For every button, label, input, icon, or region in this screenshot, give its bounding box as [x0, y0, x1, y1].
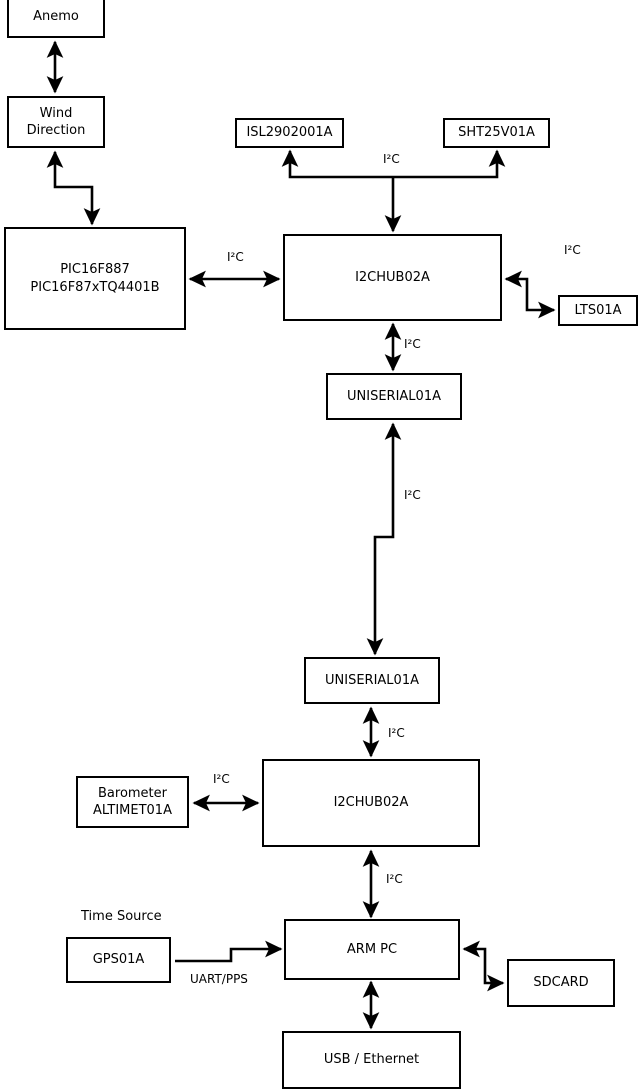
label-time-source: Time Source — [81, 909, 162, 924]
node-i2chub02a-top[interactable]: I2CHUB02A — [283, 234, 502, 321]
node-i2chub02a-bottom[interactable]: I2CHUB02A — [262, 759, 480, 847]
node-pic-label: PIC16F887 PIC16F87xTQ4401B — [30, 262, 160, 295]
node-sdcard-label: SDCARD — [533, 975, 589, 991]
node-usb-ethernet-label: USB / Ethernet — [323, 1052, 420, 1068]
edge-label-gps-armpc: UART/PPS — [190, 972, 248, 986]
node-gps01a-label: GPS01A — [92, 952, 145, 968]
edge-label-pic-hub: I²C — [227, 250, 244, 264]
connector-uniserial-link — [366, 422, 402, 656]
node-arm-pc[interactable]: ARM PC — [284, 919, 460, 980]
node-lts01a[interactable]: LTS01A — [558, 295, 638, 326]
edge-label-uniserial-hub-bottom: I²C — [388, 726, 405, 740]
edge-label-isl-sht-bus: I²C — [383, 152, 400, 166]
node-i2chub02a-top-label: I2CHUB02A — [355, 269, 430, 285]
node-gps01a[interactable]: GPS01A — [66, 937, 171, 983]
node-anemo[interactable]: Anemo — [7, 0, 105, 38]
edge-label-barometer-hub: I²C — [213, 772, 230, 786]
node-isl2902001a-label: ISL2902001A — [246, 125, 333, 141]
node-barometer[interactable]: Barometer ALTIMET01A — [76, 776, 189, 828]
node-usb-ethernet[interactable]: USB / Ethernet — [282, 1031, 461, 1089]
node-uniserial01a-top[interactable]: UNISERIAL01A — [326, 373, 462, 420]
node-uniserial01a-bottom[interactable]: UNISERIAL01A — [304, 657, 440, 704]
node-wind-direction[interactable]: Wind Direction — [7, 96, 105, 148]
edge-label-hub-lts: I²C — [564, 243, 581, 257]
node-wind-direction-label: Wind Direction — [26, 105, 86, 138]
edge-label-hub-armpc: I²C — [386, 872, 403, 886]
node-pic[interactable]: PIC16F887 PIC16F87xTQ4401B — [4, 227, 186, 330]
connector-gps-armpc — [175, 940, 283, 963]
node-barometer-label: Barometer ALTIMET01A — [93, 785, 172, 818]
node-lts01a-label: LTS01A — [574, 302, 622, 318]
node-i2chub02a-bottom-label: I2CHUB02A — [333, 795, 409, 811]
node-sdcard[interactable]: SDCARD — [507, 959, 615, 1007]
node-isl2902001a[interactable]: ISL2902001A — [235, 118, 344, 148]
connector-wind-pic — [46, 150, 101, 226]
node-sht25v01a-label: SHT25V01A — [458, 125, 535, 141]
edge-label-hub-uniserial: I²C — [404, 337, 421, 351]
node-uniserial01a-bottom-label: UNISERIAL01A — [325, 672, 419, 688]
connector-armpc-sdcard — [462, 940, 505, 992]
node-uniserial01a-top-label: UNISERIAL01A — [347, 388, 441, 404]
connector-hub-lts — [504, 270, 556, 319]
edge-label-uniserial-link: I²C — [404, 488, 421, 502]
node-sht25v01a[interactable]: SHT25V01A — [443, 118, 550, 148]
node-arm-pc-label: ARM PC — [346, 941, 398, 957]
node-anemo-label: Anemo — [33, 9, 79, 25]
